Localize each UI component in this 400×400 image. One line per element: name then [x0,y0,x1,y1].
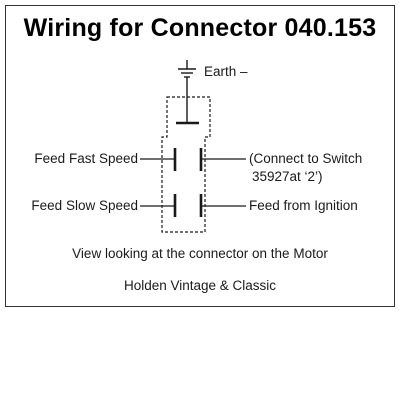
view-caption: View looking at the connector on the Mot… [72,246,328,261]
feed-slow-label: Feed Slow Speed [31,198,138,213]
diagram-title: Wiring for Connector 040.153 [23,14,377,42]
connector-outline [161,96,211,233]
feed-ignition-label: Feed from Ignition [249,198,358,213]
earth-ground-icon [178,60,196,78]
earth-label: Earth – [204,64,248,79]
footer-brand: Holden Vintage & Classic [123,278,277,293]
feed-fast-label: Feed Fast Speed [34,151,138,166]
connect-switch-label-line1: (Connect to Switch [249,151,363,166]
connect-switch-label-line2: 35927at ‘2’) [252,169,323,184]
